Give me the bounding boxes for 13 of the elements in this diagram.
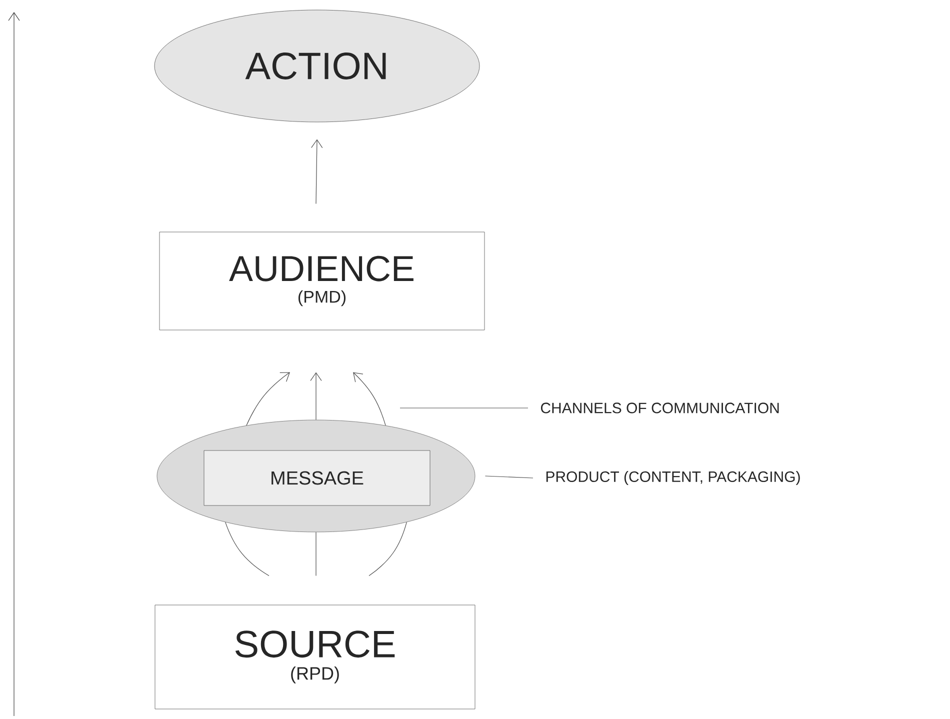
leader-line — [484, 476, 534, 478]
process-box: MESSAGE — [204, 450, 430, 506]
connector-line — [225, 522, 270, 576]
arrow — [246, 372, 290, 426]
callout-text: PRODUCT (CONTENT, PACKAGING) — [546, 471, 800, 485]
arrow — [310, 372, 322, 420]
process-box: AUDIENCE (PMD) — [159, 232, 485, 330]
arrow — [353, 372, 386, 426]
connector-line — [368, 522, 407, 576]
ellipse-node: ACTION — [154, 10, 480, 122]
arrow — [311, 139, 323, 204]
callout-text: CHANNELS OF COMMUNICATION — [540, 402, 779, 414]
process-box: SOURCE (RPD) — [154, 604, 476, 710]
